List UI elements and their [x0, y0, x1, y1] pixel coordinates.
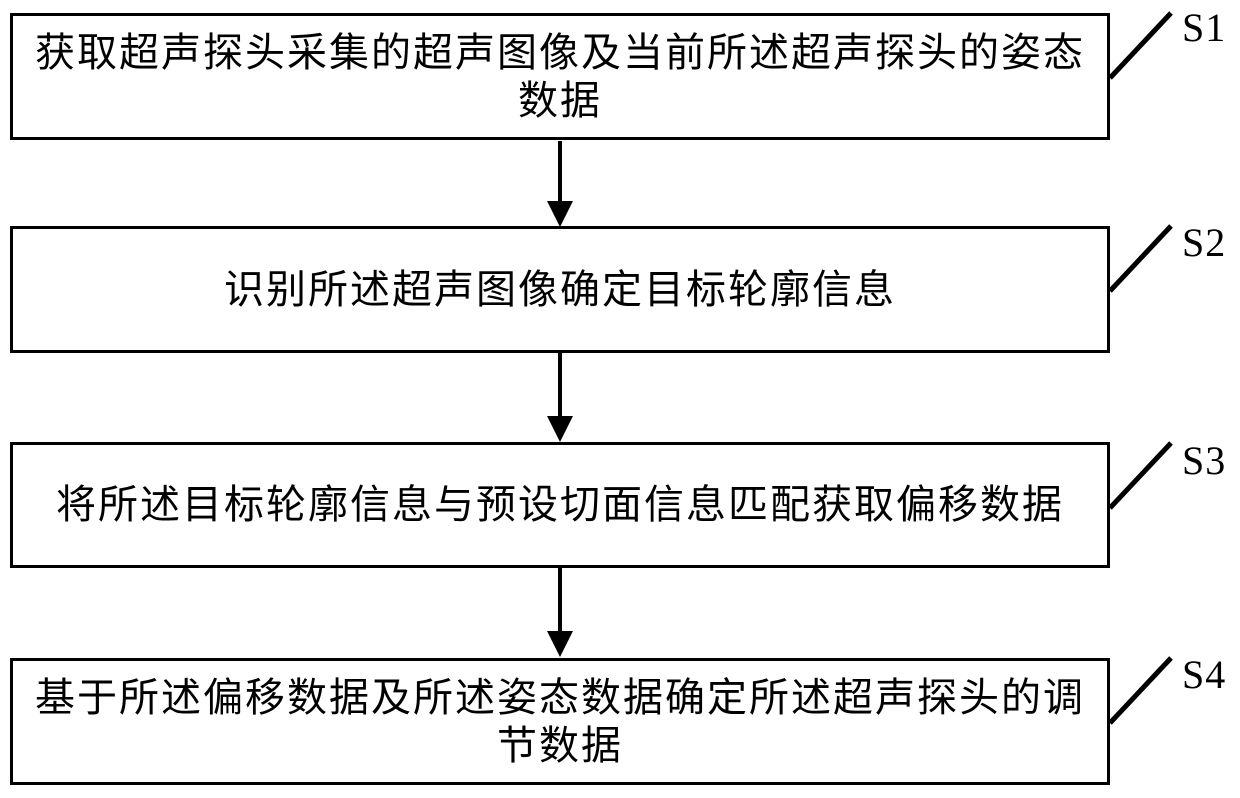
- step-2-leader-line: [1108, 224, 1173, 293]
- flow-step-box-3: 将所述目标轮廓信息与预设切面信息匹配获取偏移数据: [10, 442, 1110, 568]
- flow-step-box-4: 基于所述偏移数据及所述姿态数据确定所述超声探头的调 节数据: [10, 658, 1110, 785]
- flow-arrow-2-head: [547, 416, 573, 442]
- step-3-text: 将所述目标轮廓信息与预设切面信息匹配获取偏移数据: [13, 481, 1107, 529]
- step-1-text-line-1: 获取超声探头采集的超声图像及当前所述超声探头的姿态: [35, 29, 1085, 75]
- step-1-text-line-2: 数据: [518, 77, 602, 123]
- step-2-text-line-1: 识别所述超声图像确定目标轮廓信息: [224, 266, 896, 312]
- step-label-s3: S3: [1182, 438, 1227, 483]
- step-3-text-line-1: 将所述目标轮廓信息与预设切面信息匹配获取偏移数据: [56, 482, 1064, 527]
- step-1-leader-line: [1108, 11, 1173, 80]
- flow-step-box-1: 获取超声探头采集的超声图像及当前所述超声探头的姿态 数据: [10, 13, 1110, 140]
- step-label-s2: S2: [1182, 220, 1227, 265]
- step-4-text-line-1: 基于所述偏移数据及所述姿态数据确定所述超声探头的调: [35, 674, 1085, 720]
- step-4-text-line-2: 节数据: [497, 722, 623, 768]
- flow-arrow-1-head: [547, 201, 573, 227]
- step-label-s1: S1: [1182, 5, 1227, 50]
- step-4-leader-line: [1108, 656, 1173, 725]
- flow-step-box-2: 识别所述超声图像确定目标轮廓信息: [10, 226, 1110, 353]
- step-2-text: 识别所述超声图像确定目标轮廓信息: [13, 266, 1107, 314]
- step-4-text: 基于所述偏移数据及所述姿态数据确定所述超声探头的调 节数据: [13, 674, 1107, 770]
- step-3-leader-line: [1108, 441, 1173, 510]
- flow-arrow-3-head: [547, 631, 573, 657]
- step-label-s4: S4: [1182, 652, 1227, 697]
- step-1-text: 获取超声探头采集的超声图像及当前所述超声探头的姿态 数据: [13, 29, 1107, 125]
